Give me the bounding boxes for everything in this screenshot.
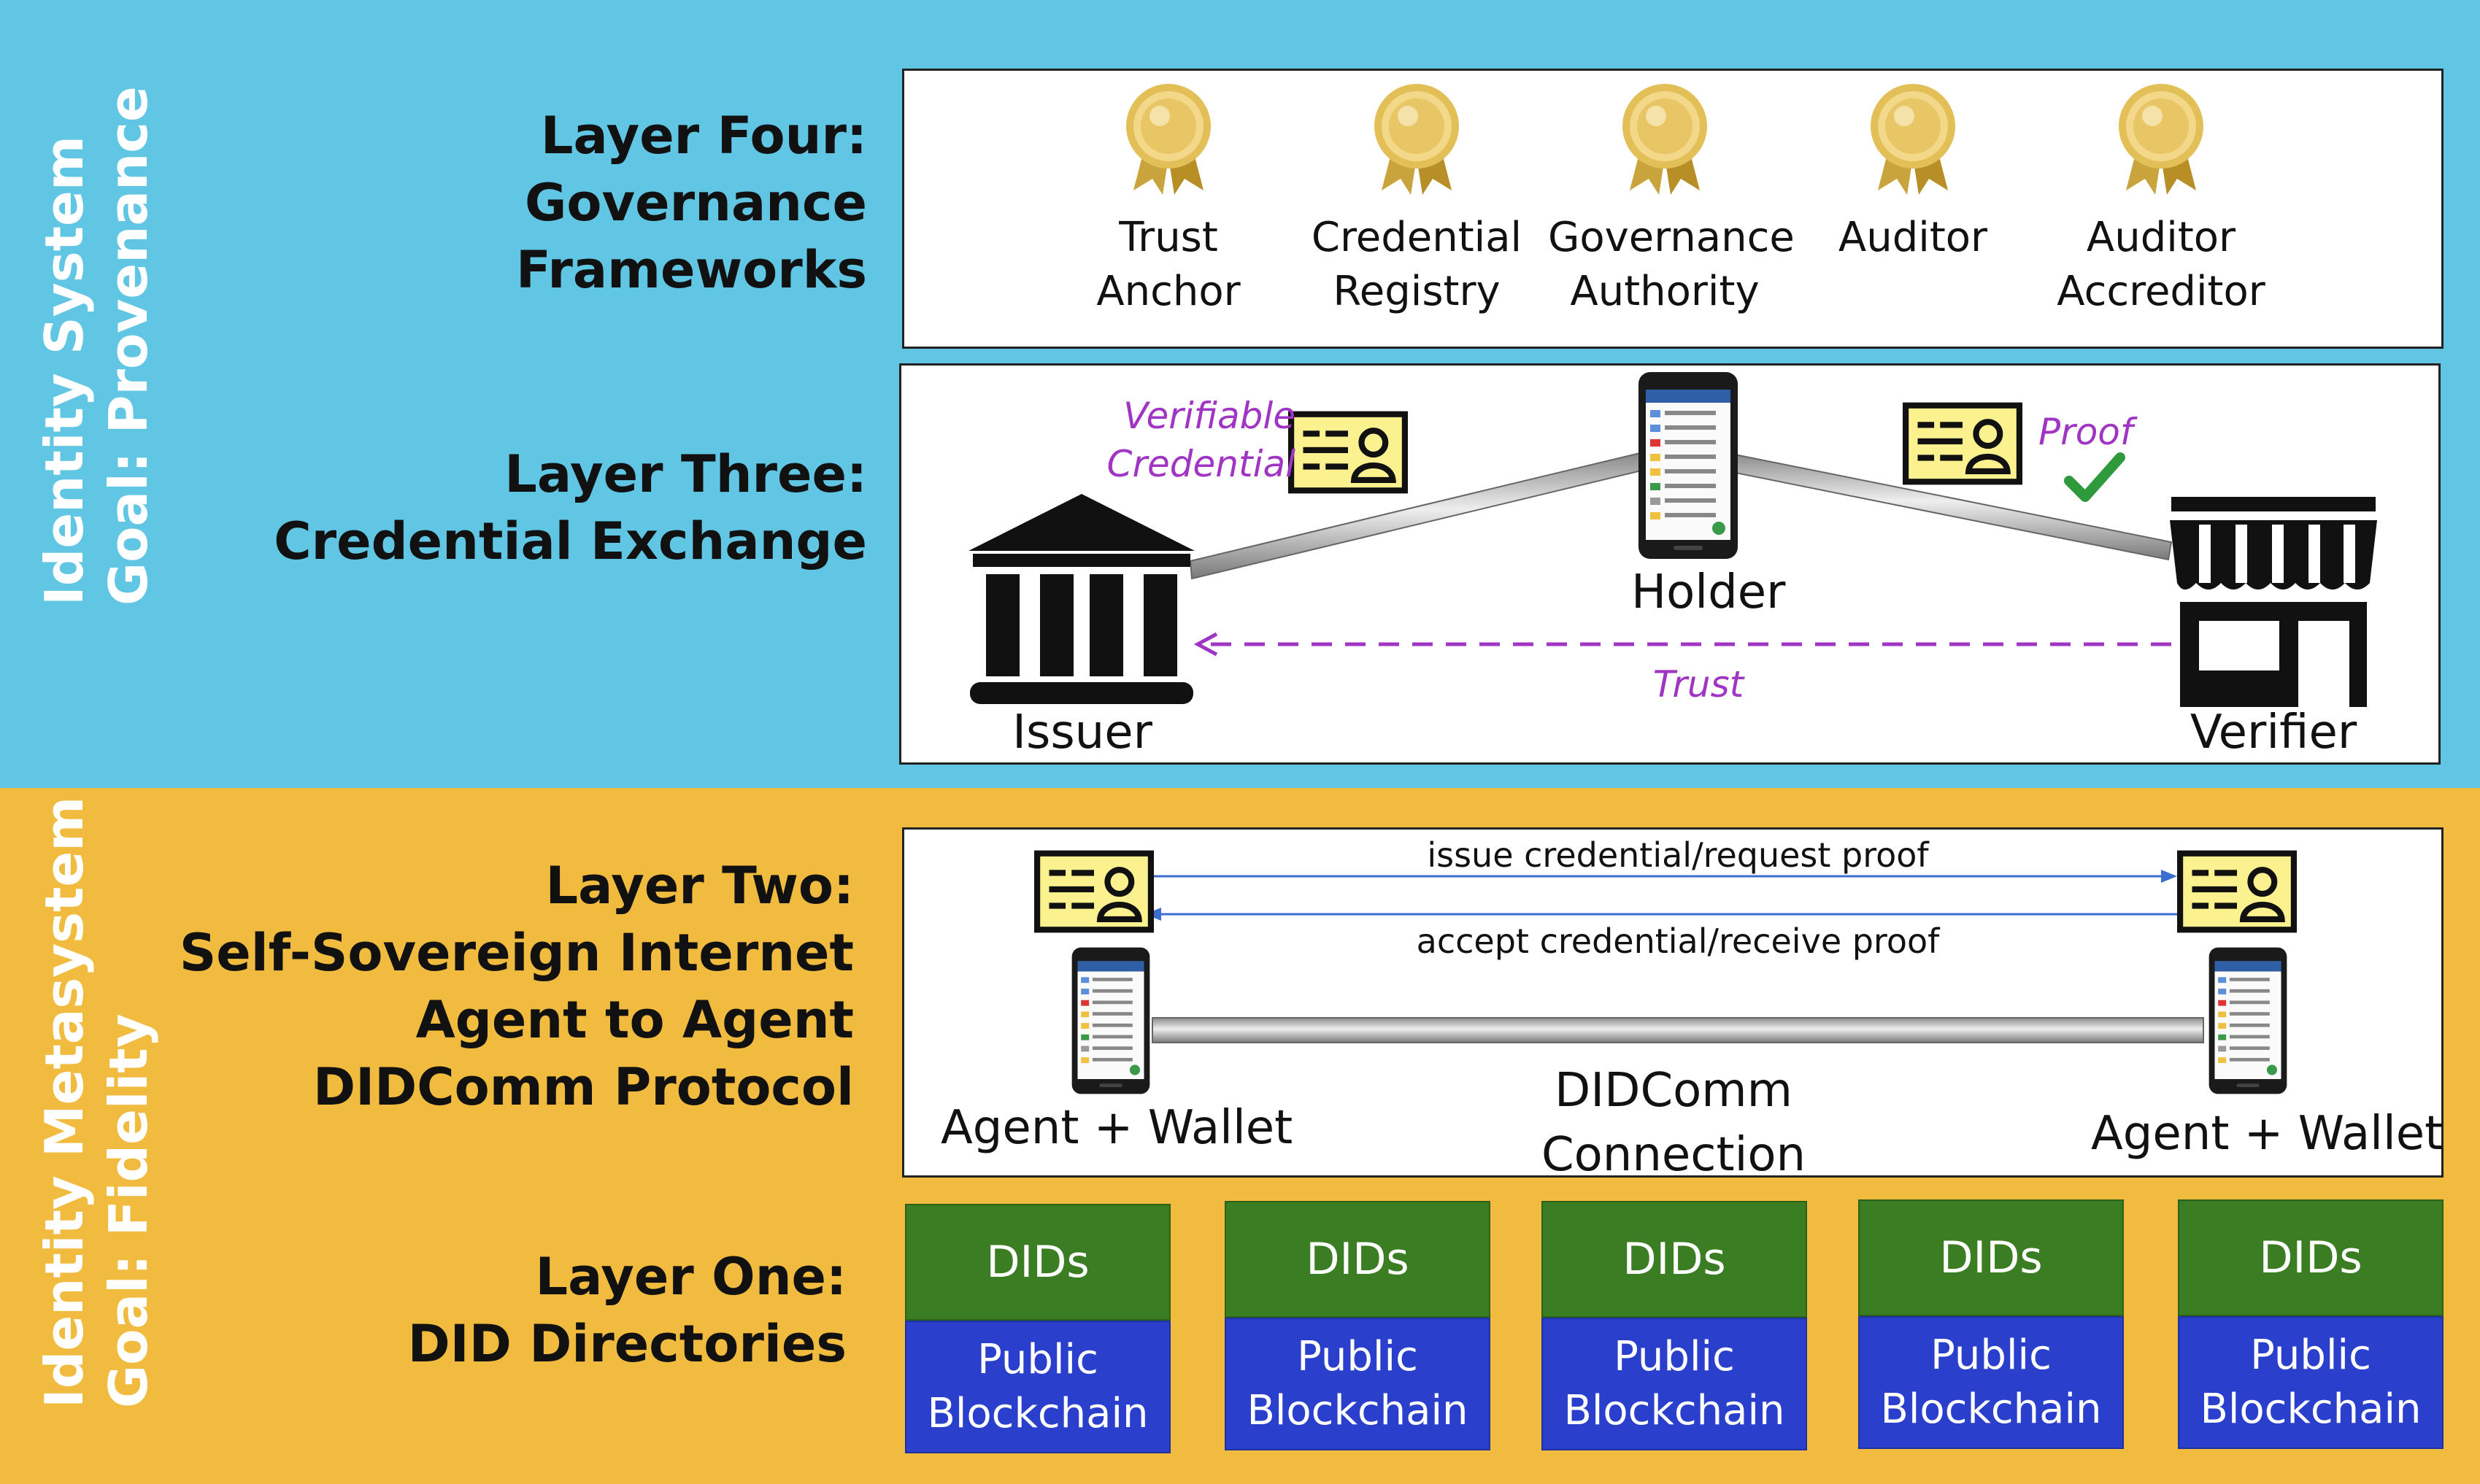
smartphone-icon xyxy=(1071,946,1151,1095)
holder-label: Holder xyxy=(1631,565,1786,619)
credential-card-icon xyxy=(2177,850,2297,933)
layer-three-title: Layer Three: Credential Exchange xyxy=(274,444,867,571)
identity-system-label: Identity System Goal: Provenance xyxy=(34,86,159,606)
smartphone-icon xyxy=(1637,370,1739,561)
medal-icon xyxy=(1117,81,1220,198)
proof-label: Proof xyxy=(2038,411,2133,453)
layer-four-title: Layer Four: Governance Frameworks xyxy=(515,106,867,300)
issue-request-message: issue credential/request proof xyxy=(1427,835,1929,875)
accept-receive-message: accept credential/receive proof xyxy=(1416,921,1940,961)
layer-one-title: Layer One: DID Directories xyxy=(407,1247,847,1374)
dids-block: DIDs xyxy=(905,1204,1171,1321)
trust-label: Trust xyxy=(1652,663,1744,706)
agent-wallet-right-label: Agent + Wallet xyxy=(2091,1107,2444,1161)
medal-icon xyxy=(1614,81,1716,198)
issuer-label: Issuer xyxy=(1012,706,1152,760)
exchange-connections xyxy=(1189,452,2173,657)
didcomm-connection-label: DIDComm Connection xyxy=(1541,1064,1806,1182)
credential-card-icon xyxy=(1903,402,2022,485)
agent-wallet-left-label: Agent + Wallet xyxy=(941,1101,1293,1155)
medal-icon xyxy=(1366,81,1468,198)
identity-metasystem-label: Identity Metasystem Goal: Fidelity xyxy=(34,796,159,1408)
credential-exchange-panel: Verifiable Credential Proof Trust Holder… xyxy=(899,363,2441,765)
didcomm-connection xyxy=(1145,870,2204,1043)
credential-card-icon xyxy=(1288,411,1408,494)
didcomm-panel: issue credential/request proof accept cr… xyxy=(902,827,2444,1182)
storefront-icon xyxy=(2170,497,2377,707)
verifiable-credential-label: Verifiable Credential xyxy=(1106,395,1295,485)
role-auditor: Auditor xyxy=(1838,214,1988,261)
layer-two-title: Layer Two: Self-Sovereign Internet Agent… xyxy=(179,856,854,1117)
checkmark-icon xyxy=(2064,452,2125,502)
dids-block: DIDs xyxy=(1225,1201,1490,1318)
credential-card-icon xyxy=(1034,850,1154,933)
verifier-label: Verifier xyxy=(2190,706,2357,760)
bank-icon xyxy=(968,494,1195,704)
medal-icon xyxy=(2110,81,2212,198)
medal-icon xyxy=(1862,81,1964,198)
dids-block: DIDs xyxy=(2178,1199,2444,1316)
dids-block: DIDs xyxy=(1858,1199,2124,1316)
dids-block: DIDs xyxy=(1541,1201,1807,1318)
smartphone-icon xyxy=(2208,946,2288,1095)
